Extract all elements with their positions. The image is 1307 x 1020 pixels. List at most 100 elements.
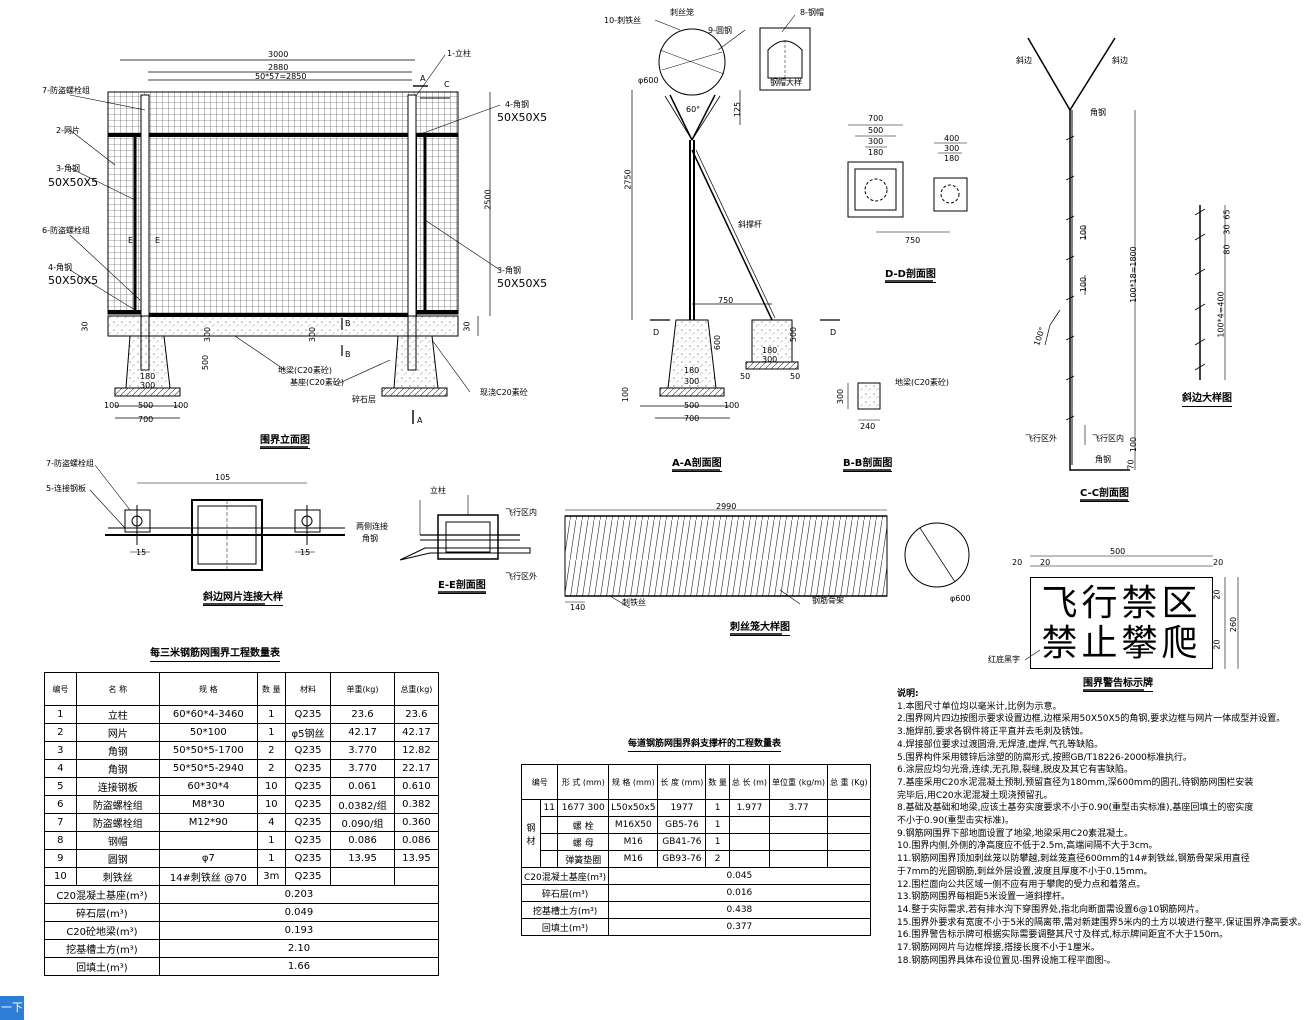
table-cell: 0.360 bbox=[393, 813, 440, 832]
title-section-bb: B-B剖面图 bbox=[843, 458, 893, 472]
razor-dim-2990: 2990 bbox=[716, 502, 737, 511]
slant-dim-30: 30 bbox=[1222, 224, 1232, 235]
aa-label-cap-detail: 钢帽大样 bbox=[770, 78, 802, 87]
note-item: 17.钢筋网网片与边框焊接,搭接长度不小于1厘米。 bbox=[897, 943, 1100, 954]
table2: 编号 形 式 (mm) 规 格 (mm) 长 度 (mm) 数 量 总 长 (m… bbox=[520, 764, 871, 936]
summary-label: 碎石层(m³) bbox=[520, 884, 610, 902]
table-cell: φ7 bbox=[158, 849, 258, 868]
label-angle4-right-size: 50X50X5 bbox=[497, 111, 548, 124]
dd-dim-180: 180 bbox=[868, 148, 884, 157]
table-cell: 50*50*5-2940 bbox=[158, 759, 258, 778]
sign-dim-20-b: 20 bbox=[1040, 558, 1051, 567]
col-header: 形 式 (mm) bbox=[557, 764, 610, 800]
table-cell: 0.086 bbox=[393, 831, 440, 850]
label-angle4: 4-角钢 bbox=[48, 263, 72, 272]
table-cell: 2 bbox=[705, 850, 730, 868]
aa-dim-180: 180 bbox=[684, 366, 700, 375]
table-cell: 1 bbox=[256, 849, 286, 868]
mark-b-bottom: B bbox=[345, 350, 351, 359]
title-section-dd: D-D剖面图 bbox=[885, 269, 936, 283]
cc-label-inside: 飞行区内 bbox=[1092, 434, 1124, 443]
cc-label-slant-left: 斜边 bbox=[1016, 56, 1032, 65]
dd-dim-500: 500 bbox=[868, 126, 884, 135]
table-cell: M16 bbox=[608, 833, 659, 851]
aa-dim-100-r: 100 bbox=[724, 401, 740, 410]
section-bb-view bbox=[847, 382, 881, 421]
table-cell: 螺 栓 bbox=[557, 816, 610, 834]
summary-value: 0.193 bbox=[158, 921, 440, 940]
mark-a-top: A bbox=[420, 74, 426, 83]
mark-e-left: E bbox=[128, 236, 134, 245]
sign-label-color: 红底黑字 bbox=[988, 655, 1020, 664]
label-mesh: 2-网片 bbox=[56, 126, 80, 135]
table-cell: 立柱 bbox=[75, 705, 160, 724]
table-cell: L50x50x5 bbox=[608, 799, 659, 817]
section-aa-view bbox=[631, 14, 840, 419]
table-cell: Q235 bbox=[284, 741, 332, 760]
sign-dim-20-c: 20 bbox=[1213, 558, 1224, 567]
warning-sign: 飞行禁区 禁止攀爬 bbox=[1030, 577, 1213, 669]
table2-header: 编号 形 式 (mm) 规 格 (mm) 长 度 (mm) 数 量 总 长 (m… bbox=[520, 764, 871, 800]
aa-label-razor-wire: 10-刺铁丝 bbox=[604, 16, 642, 25]
title-section-ee: E-E剖面图 bbox=[438, 580, 486, 594]
label-angle3-size: 50X50X5 bbox=[48, 176, 99, 189]
table-cell: 3.770 bbox=[330, 759, 395, 778]
corner-button[interactable]: 一下 bbox=[0, 996, 24, 1020]
aa-mark-d-left: D bbox=[653, 328, 660, 337]
dim-100-b: 100 bbox=[173, 401, 189, 410]
table-cell: 2 bbox=[256, 759, 286, 778]
note-item: 不小于0.90(重型击实标准)。 bbox=[897, 816, 1015, 827]
dd-dim-750: 750 bbox=[905, 236, 921, 245]
table-cell: 22.17 bbox=[393, 759, 440, 778]
summary-value: 0.049 bbox=[158, 903, 440, 922]
label-ground-beam: 地梁(C20素砼) bbox=[278, 366, 333, 375]
table-cell: 10 bbox=[44, 867, 77, 886]
dim-30-right: 30 bbox=[462, 321, 472, 332]
table-cell bbox=[827, 850, 871, 868]
col-header: 规 格 bbox=[158, 672, 258, 706]
table-cell bbox=[769, 833, 829, 851]
note-item: 2.围界网片四边按图示要求设置边框,边框采用50X50X5的角钢,要求边框与网片… bbox=[897, 714, 1286, 725]
table-cell: 7 bbox=[44, 813, 77, 832]
conn-dim-15-l: 15 bbox=[136, 548, 147, 557]
summary-row: 回填土(m³)0.377 bbox=[520, 918, 871, 936]
table-cell bbox=[330, 867, 395, 886]
aa-dim-300: 300 bbox=[684, 377, 700, 386]
col-header: 总 重 (Kg) bbox=[827, 764, 871, 800]
summary-label: C20砼地梁(m³) bbox=[44, 921, 160, 940]
summary-row: C20混凝土基座(m³)0.045 bbox=[520, 867, 871, 885]
mark-c: C bbox=[444, 80, 450, 89]
table-cell: 42.17 bbox=[330, 723, 395, 742]
drawing-canvas bbox=[69, 14, 1239, 691]
table-cell: 0.090/组 bbox=[330, 813, 395, 832]
table-cell: 42.17 bbox=[393, 723, 440, 742]
col-header: 数 量 bbox=[256, 672, 286, 706]
razor-dim-phi600: φ600 bbox=[950, 594, 971, 603]
elevation-view bbox=[69, 54, 501, 424]
table-cell: 网片 bbox=[75, 723, 160, 742]
cc-dim-100-c: 100 bbox=[1129, 436, 1139, 453]
dd-dim-180-s: 180 bbox=[944, 154, 960, 163]
bb-dim-300: 300 bbox=[836, 388, 846, 405]
aa-mark-d-right: D bbox=[830, 328, 837, 337]
table-cell: 12.82 bbox=[393, 741, 440, 760]
summary-label: C20混凝土基座(m³) bbox=[44, 885, 160, 904]
table1-title: 每三米钢筋网围界工程数量表 bbox=[150, 648, 280, 662]
table-cell: 1 bbox=[44, 705, 77, 724]
col-header: 单重(kg) bbox=[330, 672, 395, 706]
label-angle3-right: 3-角钢 bbox=[497, 266, 521, 275]
slant-dim-65: 65 bbox=[1222, 209, 1232, 220]
section-ee-view bbox=[399, 495, 531, 561]
dim-300-c: 300 bbox=[140, 381, 156, 390]
note-item: 13.钢筋网围界每相距5米设置一道斜撑杆。 bbox=[897, 892, 1071, 903]
section-cc-view bbox=[1027, 37, 1136, 471]
slant-dim-400: 100*4=400 bbox=[1216, 291, 1226, 338]
table-cell: 3 bbox=[44, 741, 77, 760]
label-angle3-right-size: 50X50X5 bbox=[497, 277, 548, 290]
dd-dim-400: 400 bbox=[944, 134, 960, 143]
table-cell: 弹簧垫圈 bbox=[557, 850, 610, 868]
table-cell: Q235 bbox=[284, 705, 332, 724]
